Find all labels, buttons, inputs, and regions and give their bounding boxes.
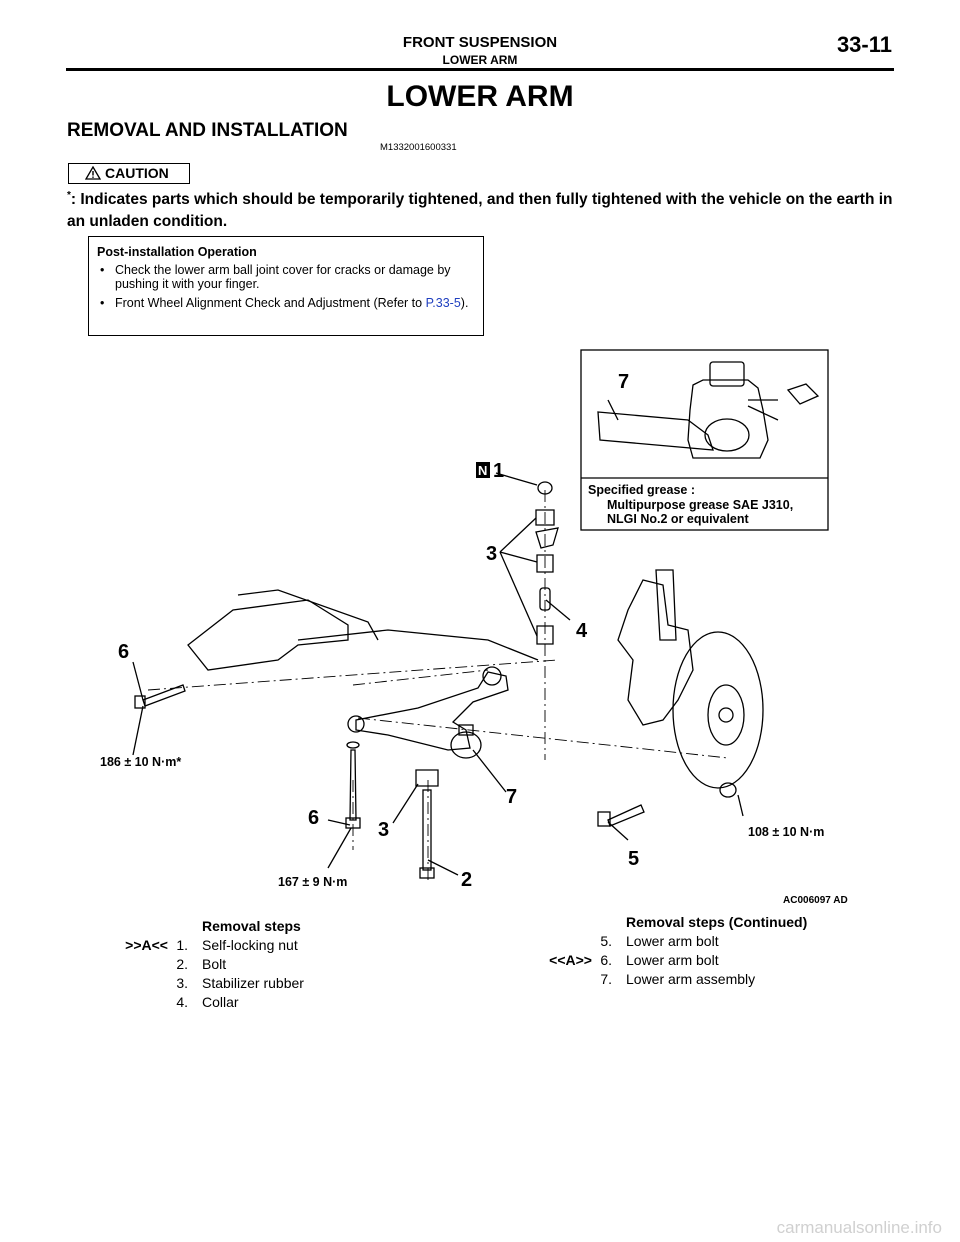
removal-steps-continued-heading: Removal steps (Continued) [626, 914, 808, 930]
bullet-icon: • [100, 296, 105, 310]
lower-arm-diagram: 7 Specified grease : Multipurpose grease… [100, 349, 848, 906]
washer-upper [535, 527, 559, 549]
rear-bushing [482, 666, 502, 686]
figure-code: AC006097 AD [783, 895, 848, 906]
list-item: 2.Bolt [176, 956, 227, 972]
rear-bushing-nut [719, 782, 737, 798]
collar [539, 587, 551, 611]
page-reference-link[interactable]: P.33-5 [425, 296, 461, 310]
lower-arm [355, 671, 509, 751]
callout-6-bottom: 6 [308, 807, 319, 829]
ball-joint [450, 731, 482, 759]
list-item: 5.Lower arm bolt [600, 933, 719, 949]
torque-167: 167 ± 9 N·m [278, 875, 347, 889]
ball-joint-boot-detail [687, 379, 769, 459]
inset-callout-7: 7 [618, 371, 629, 393]
lower-arm-bolt-rear [607, 804, 645, 827]
stabilizer-bolt [422, 789, 432, 871]
caution-note: *: Indicates parts which should be tempo… [67, 185, 897, 233]
header-rule [66, 68, 894, 71]
list-item: •Front Wheel Alignment Check and Adjustm… [100, 296, 469, 310]
stabilizer-rubber-upper [535, 509, 555, 526]
front-bushing [347, 715, 365, 733]
steering-knuckle [617, 579, 694, 726]
section-code: M1332001600331 [380, 142, 457, 153]
brake-disc [672, 631, 764, 789]
callout-3-lower: 3 [378, 819, 389, 841]
list-item: 7.Lower arm assembly [600, 971, 756, 987]
lower-arm-bolt-vertical [349, 749, 357, 821]
grease-line-1: Multipurpose grease SAE J310, [607, 498, 793, 512]
callout-2: 2 [461, 869, 472, 891]
torque-108: 108 ± 10 N·m [748, 825, 824, 839]
header-subsection: LOWER ARM [442, 53, 518, 67]
section-title: REMOVAL AND INSTALLATION [67, 120, 348, 141]
subframe [187, 599, 349, 671]
callout-6-left: 6 [118, 641, 129, 663]
callout-3-upper: 3 [486, 543, 497, 565]
removal-steps-continued: Removal steps (Continued) 5.Lower arm bo… [549, 913, 854, 989]
header-section: FRONT SUSPENSION [402, 34, 558, 51]
list-item: 3.Stabilizer rubber [176, 975, 304, 991]
removal-steps: Removal steps >>A<<1.Self-locking nut 2.… [125, 917, 410, 1012]
post-installation-title: Post-installation Operation [97, 245, 257, 259]
list-item: <<A>>6.Lower arm bolt [549, 952, 719, 968]
strut [655, 569, 677, 641]
callout-4: 4 [576, 620, 588, 642]
new-part-badge-label: N [478, 463, 487, 478]
caution-label: CAUTION [105, 165, 169, 181]
grease-label: Specified grease : [588, 483, 695, 497]
lower-arm-bolt-front [142, 684, 186, 707]
callout-1: 1 [493, 460, 504, 482]
self-locking-nut [537, 481, 553, 495]
stabilizer-rubber-lower [536, 625, 554, 645]
callout-5: 5 [628, 848, 639, 870]
ball-joint-stud-detail [709, 361, 745, 387]
grease-line-2: NLGI No.2 or equivalent [607, 512, 750, 526]
post-installation-box: Post-installation Operation •Check the l… [88, 236, 484, 336]
caution-text: : Indicates parts which should be tempor… [67, 191, 893, 231]
bullet-icon: • [100, 263, 105, 277]
torque-186: 186 ± 10 N·m* [100, 755, 181, 769]
list-item: •Check the lower arm ball joint cover fo… [100, 263, 451, 291]
warning-icon [85, 166, 101, 180]
page-title: LOWER ARM [386, 80, 574, 113]
caution-star: * [67, 190, 71, 201]
post-installation-list: •Check the lower arm ball joint cover fo… [97, 263, 477, 315]
subframe-edge [237, 589, 379, 641]
removal-steps-heading: Removal steps [202, 918, 301, 934]
inset-box [580, 349, 829, 531]
callout-7: 7 [506, 786, 517, 808]
stabilizer-rubber-bottom [415, 769, 439, 787]
list-item: 4.Collar [176, 994, 239, 1010]
stabilizer-rubber-mid [536, 554, 554, 573]
list-item: >>A<<1.Self-locking nut [125, 937, 298, 953]
watermark: carmanualsonline.info [776, 1218, 942, 1237]
caution-box: CAUTION [68, 163, 190, 184]
page-number: 33-11 [836, 32, 892, 57]
grease-gun-icon [786, 383, 820, 405]
new-part-badge [476, 462, 490, 478]
ball-joint-arm-detail [597, 411, 714, 451]
